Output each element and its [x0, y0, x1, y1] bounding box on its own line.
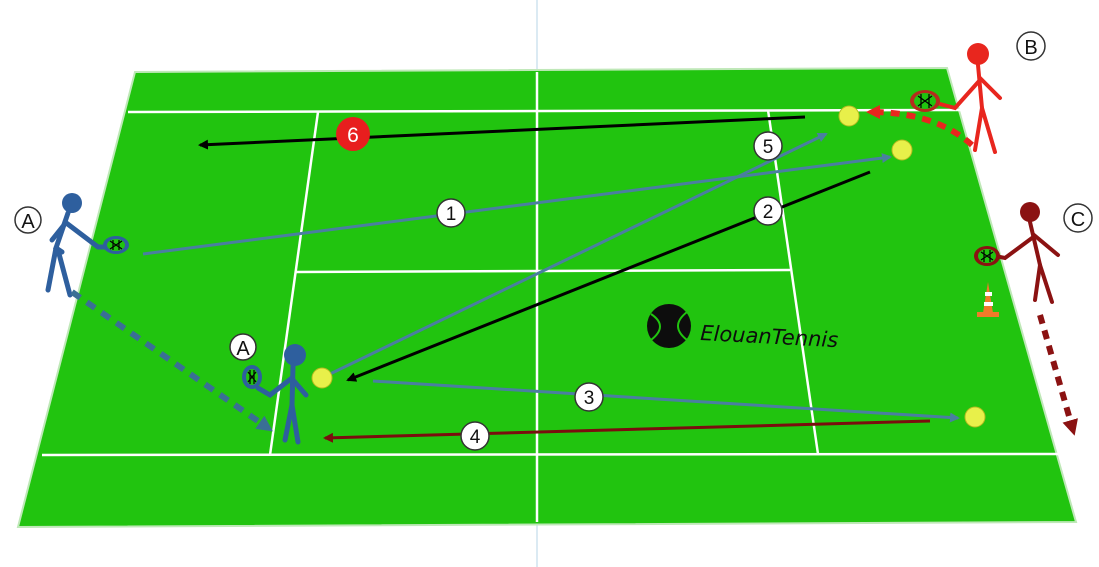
player-b-label: B: [1024, 37, 1037, 59]
shot-5-number: 5: [763, 137, 774, 158]
shot-6-badge: 6: [336, 117, 370, 151]
shot-2-badge: 2: [754, 197, 782, 225]
shot-3-number: 3: [584, 388, 595, 409]
racket-icon: [103, 236, 129, 254]
ball-icon: [892, 140, 912, 160]
racket-icon: [910, 90, 940, 112]
shot-4-badge: 4: [461, 422, 489, 450]
shot-3-badge: 3: [575, 383, 603, 411]
player-c-label: C: [1071, 209, 1085, 231]
racket-icon: [242, 365, 262, 389]
shot-6-number: 6: [347, 124, 359, 147]
court-surface: [18, 68, 1076, 527]
player-a-top-label: A: [21, 211, 35, 233]
shot-1-badge: 1: [437, 199, 465, 227]
player-a-bottom-label: A: [236, 338, 250, 360]
tennis-ball-icon: [647, 304, 691, 348]
shot-1-number: 1: [446, 204, 457, 225]
shot-5-badge: 5: [754, 132, 782, 160]
shot-4-number: 4: [470, 427, 481, 448]
ball-icon: [312, 368, 332, 388]
baseline-near: [42, 454, 1062, 455]
ball-icon: [839, 106, 859, 126]
shot-2-number: 2: [763, 202, 774, 223]
ball-icon: [965, 407, 985, 427]
racket-icon: [974, 246, 1000, 266]
